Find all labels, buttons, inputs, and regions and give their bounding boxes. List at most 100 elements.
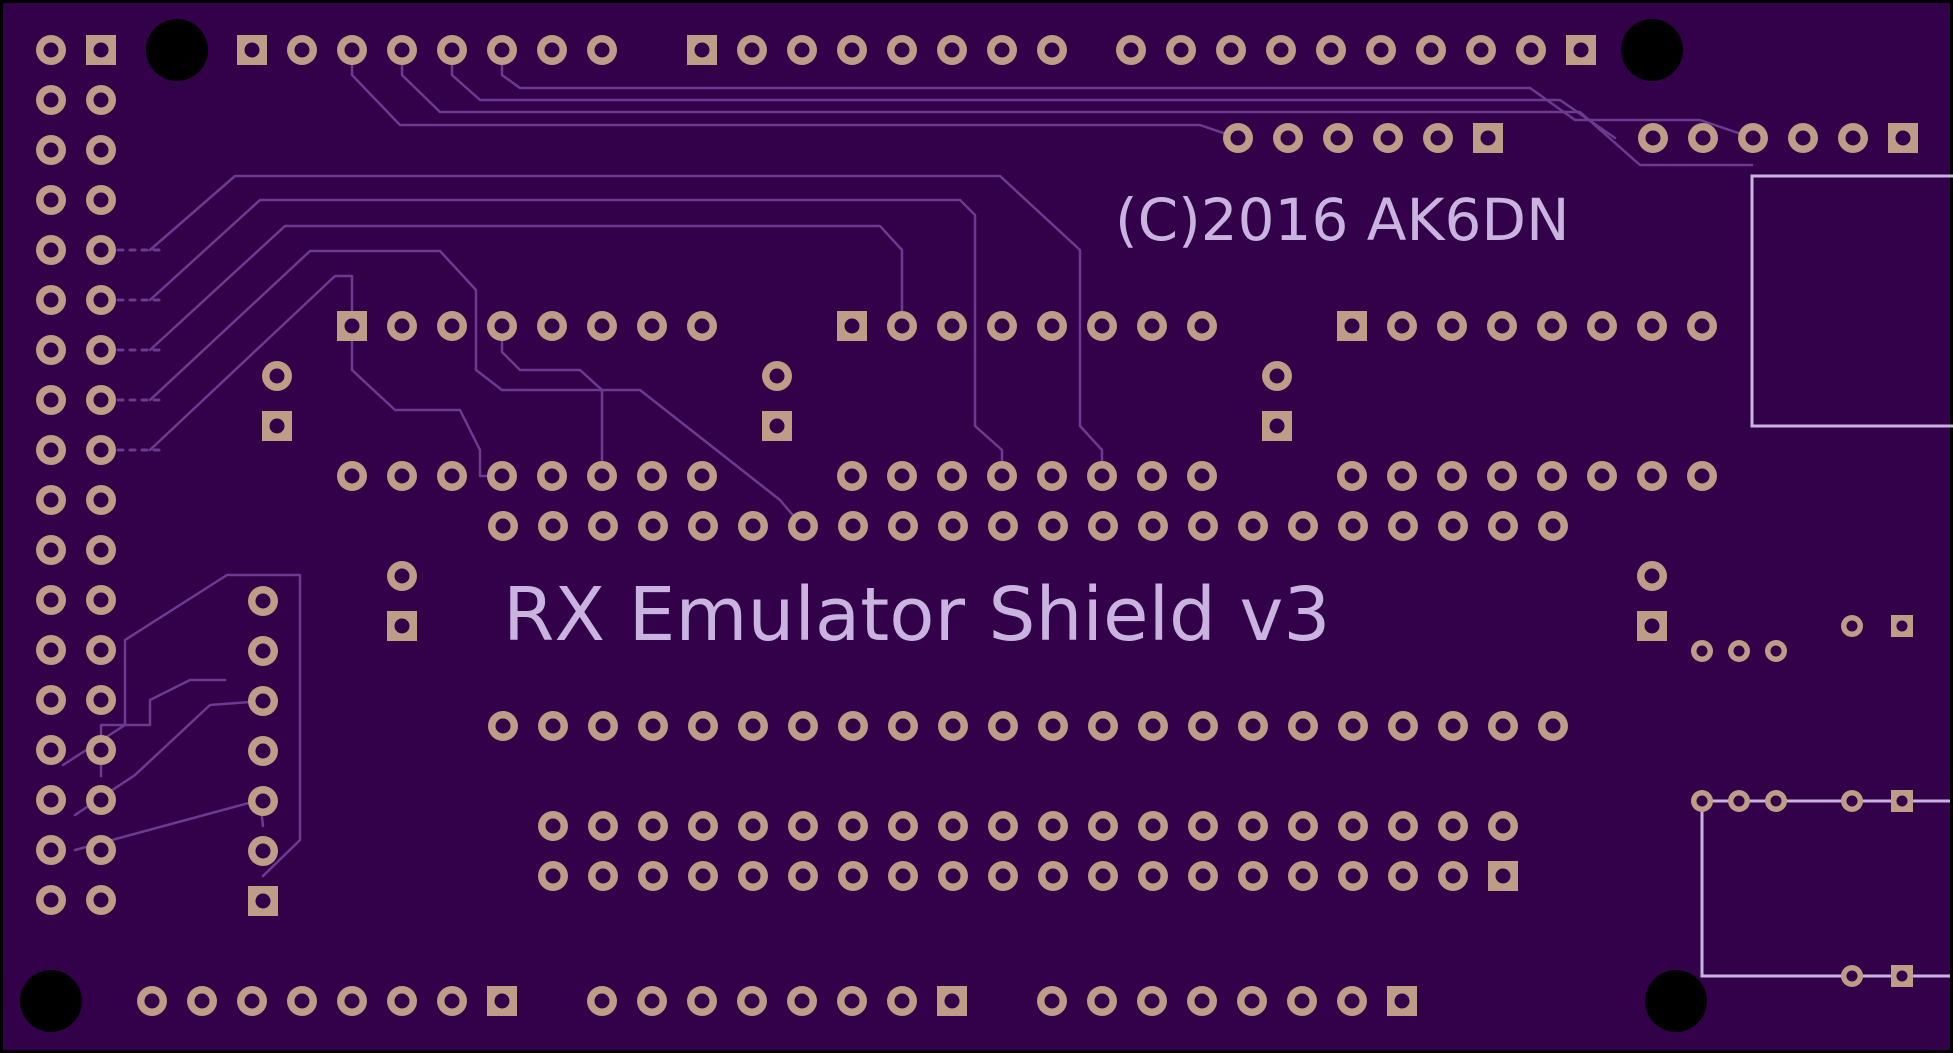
pad-drill [895,868,911,884]
round-pad [737,35,767,65]
pad-drill [1644,618,1660,634]
pad-drill [444,468,460,484]
pad-drill [1195,718,1211,734]
round-pad [638,511,668,541]
pad-drill [93,242,109,258]
trace [500,48,1755,140]
round-pad [1037,311,1067,341]
square-pad [1637,611,1667,641]
square-pad [762,411,792,441]
round-pad [86,785,116,815]
round-pad [938,811,968,841]
round-pad [1841,615,1863,637]
round-pad [1238,711,1268,741]
round-pad [838,861,868,891]
pad-drill [1145,518,1161,534]
copper-traces [61,48,1755,878]
round-pad [1088,711,1118,741]
round-pad [1087,986,1117,1016]
round-pad [36,435,66,465]
round-pad [337,986,367,1016]
pad-drill [1770,795,1782,807]
pad-drill [93,142,109,158]
round-pad [988,811,1018,841]
round-pad [86,235,116,265]
pad-drill [1423,42,1439,58]
round-pad [1288,861,1318,891]
pad-drill [394,993,410,1009]
round-pad [888,711,918,741]
pad-drill [694,993,710,1009]
pad-drill [1094,993,1110,1009]
pad-drill [1194,993,1210,1009]
pad-drill [43,192,59,208]
pad-drill [43,742,59,758]
round-pad [248,586,278,616]
pad-drill [93,692,109,708]
pad-drill [1045,868,1061,884]
round-pad [1765,640,1787,662]
round-pad [86,835,116,865]
round-pad [86,635,116,665]
trace [450,48,1617,140]
pad-drill [945,718,961,734]
pad-drill [93,742,109,758]
round-pad [762,361,792,391]
pad-drill [844,993,860,1009]
pad-drill [1345,718,1361,734]
round-pad [1438,861,1468,891]
round-pad [1187,986,1217,1016]
pad-drill [644,993,660,1009]
round-pad [637,986,667,1016]
pad-drill [1245,868,1261,884]
pad-drill [93,42,109,58]
round-pad [337,35,367,65]
pad-drill [695,718,711,734]
pad-drill [744,993,760,1009]
round-pad [1438,511,1468,541]
pad-drill [444,42,460,58]
round-pad [888,511,918,541]
round-pad [688,811,718,841]
pad-drill [1344,318,1360,334]
pad-drill [1144,318,1160,334]
pad-drill [1123,42,1139,58]
round-pad [1238,811,1268,841]
pad-drill [255,643,271,659]
round-pad [1587,461,1617,491]
copyright-label: (C)2016 AK6DN [1115,186,1569,254]
pad-drill [1896,620,1908,632]
round-pad [237,986,267,1016]
pad-drill [144,993,160,1009]
round-pad [1088,811,1118,841]
round-pad [938,711,968,741]
square-pad [1888,123,1918,153]
pad-drill [1444,468,1460,484]
round-pad [1637,561,1667,591]
round-pad [1587,311,1617,341]
round-pad [1088,511,1118,541]
round-pad [248,636,278,666]
round-pad [36,585,66,615]
pad-drill [744,42,760,58]
round-pad [887,35,917,65]
pad-drill [1494,318,1510,334]
pad-drill [43,92,59,108]
square-pad [337,311,367,341]
pad-drill [769,418,785,434]
round-pad [737,986,767,1016]
round-pad [1273,123,1303,153]
pad-drill [1295,518,1311,534]
round-pad [36,835,66,865]
pad-drill [1195,868,1211,884]
round-pad [1728,790,1750,812]
pad-drill [344,468,360,484]
round-pad [1338,511,1368,541]
round-pad [387,986,417,1016]
pad-drill [694,468,710,484]
round-pad [587,311,617,341]
pad-drill [595,518,611,534]
pad-drill [1245,518,1261,534]
pad-drill [93,542,109,558]
